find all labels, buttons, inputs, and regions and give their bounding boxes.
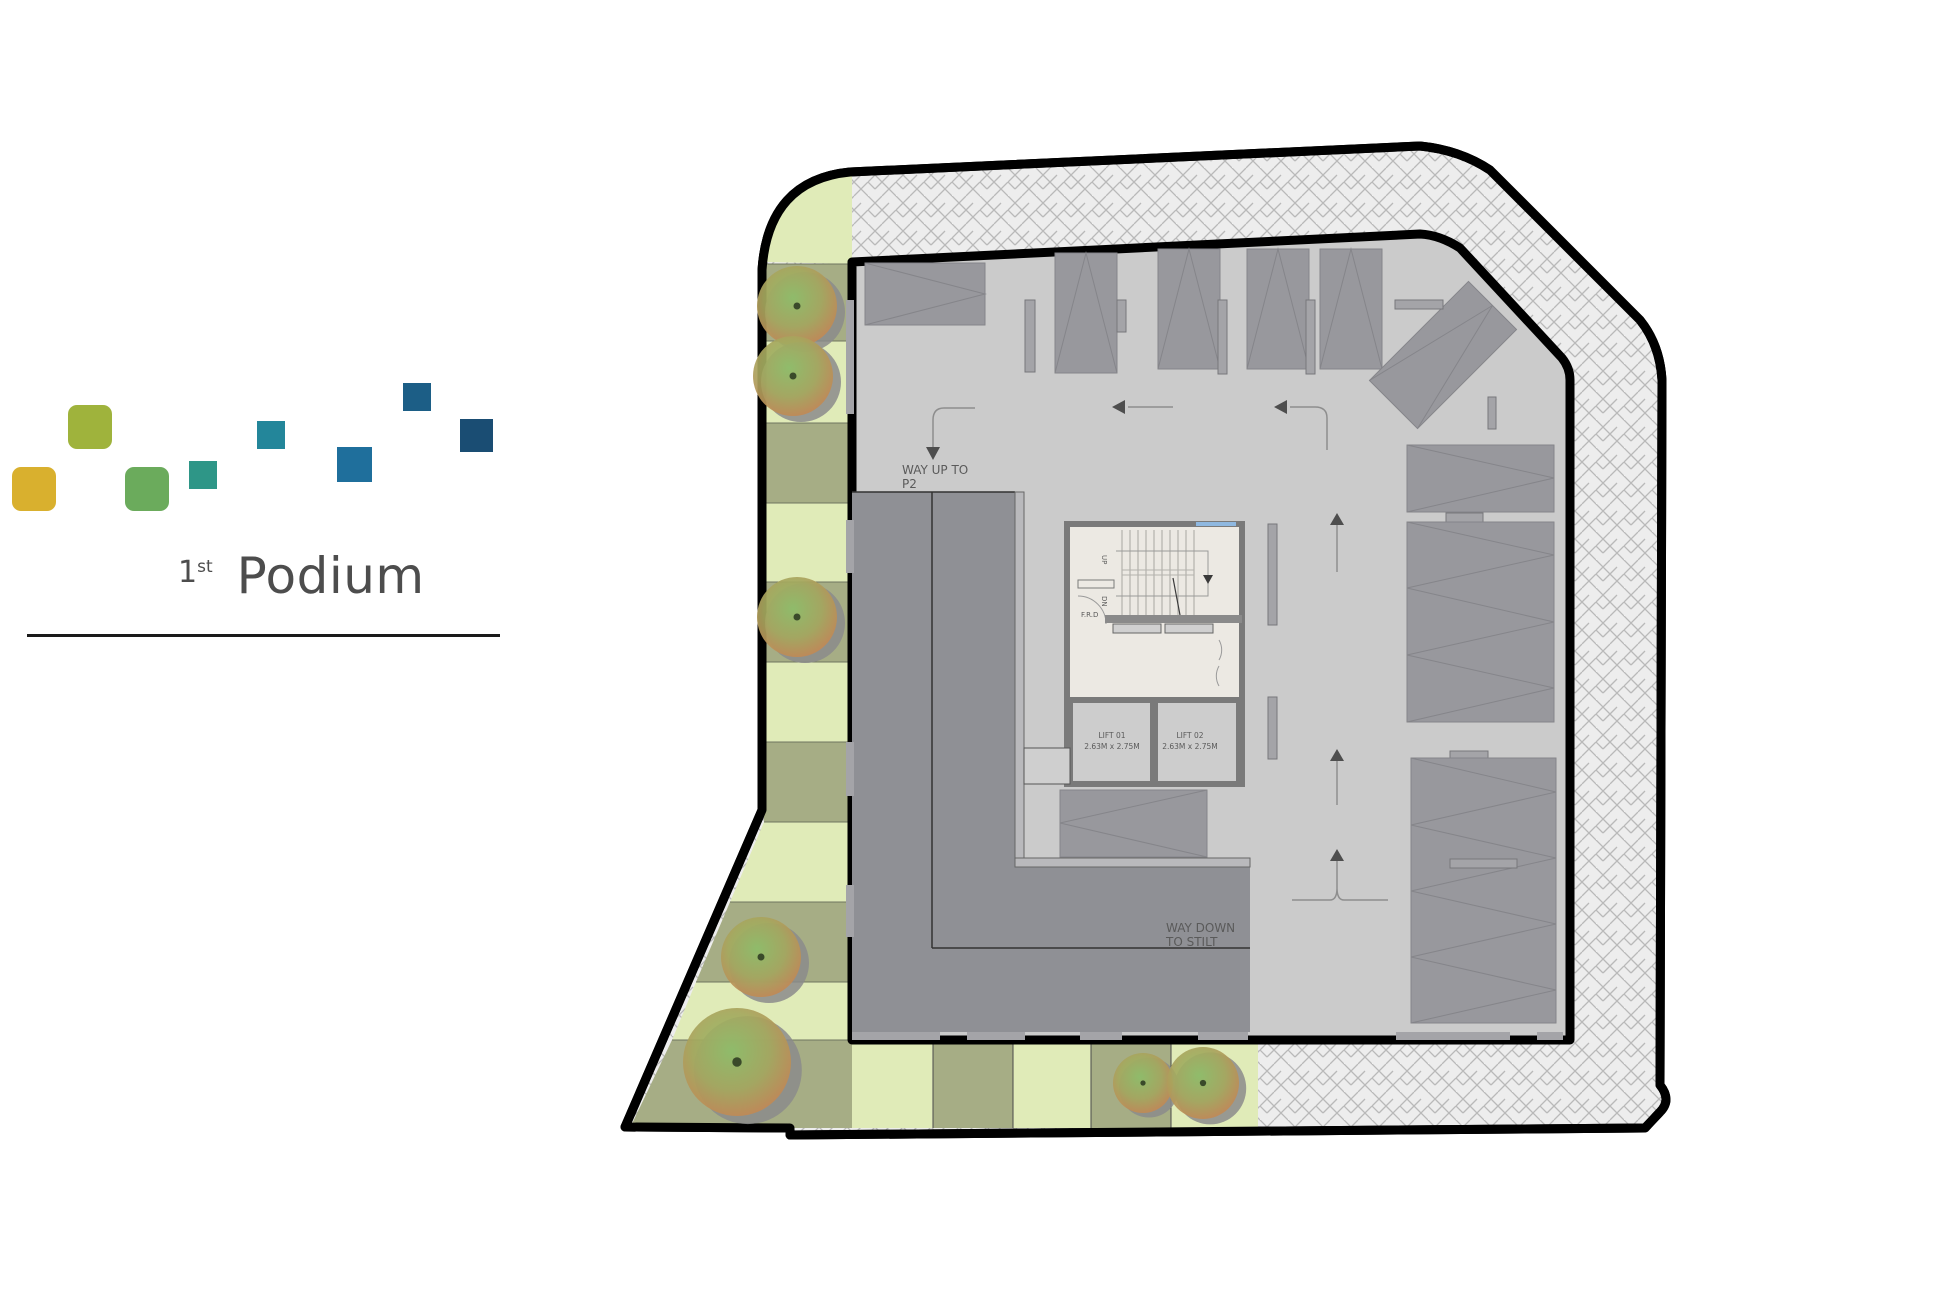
parking-bays-right [1406,444,1557,1024]
parking-bay-center [1059,789,1208,858]
core-stair-lift: UP DN F.R.D LIFT 01 2.63M x 2.75M LIFT 0… [1023,521,1245,787]
logo-square-8 [460,419,493,452]
logo-square-3 [125,467,169,511]
svg-text:2.63M x 2.75M: 2.63M x 2.75M [1084,742,1140,751]
way-up-label: WAY UP TO P2 [902,463,968,491]
parking-bays-top [864,247,1383,374]
logo-square-2 [68,405,112,449]
logo-square-6 [337,447,372,482]
svg-text:WAY DOWN: WAY DOWN [1166,921,1235,935]
way-down-label: WAY DOWN TO STILT [1165,921,1235,949]
logo-square-4 [189,461,217,489]
svg-text:TO STILT: TO STILT [1165,935,1218,949]
traffic-arrows [932,406,1388,901]
title-text: Podium [236,547,425,605]
logo-square-7 [403,383,431,411]
title-ordinal: 1st [178,555,213,590]
title-underline [27,634,500,637]
svg-text:F.R.D: F.R.D [1081,611,1098,619]
svg-text:2.63M x 2.75M: 2.63M x 2.75M [1162,742,1218,751]
svg-text:P2: P2 [902,477,917,491]
logo-square-1 [12,467,56,511]
logo-square-5 [257,421,285,449]
svg-text:LIFT 01: LIFT 01 [1098,731,1125,740]
svg-text:WAY UP TO: WAY UP TO [902,463,968,477]
svg-text:UP: UP [1100,555,1108,564]
svg-text:LIFT 02: LIFT 02 [1176,731,1203,740]
page-title: 1st Podium [178,548,425,604]
arrow-heads [926,400,1344,861]
ramp-block [852,491,1251,1032]
svg-text:DN: DN [1100,596,1108,607]
parking-bay-angled [1368,280,1518,430]
